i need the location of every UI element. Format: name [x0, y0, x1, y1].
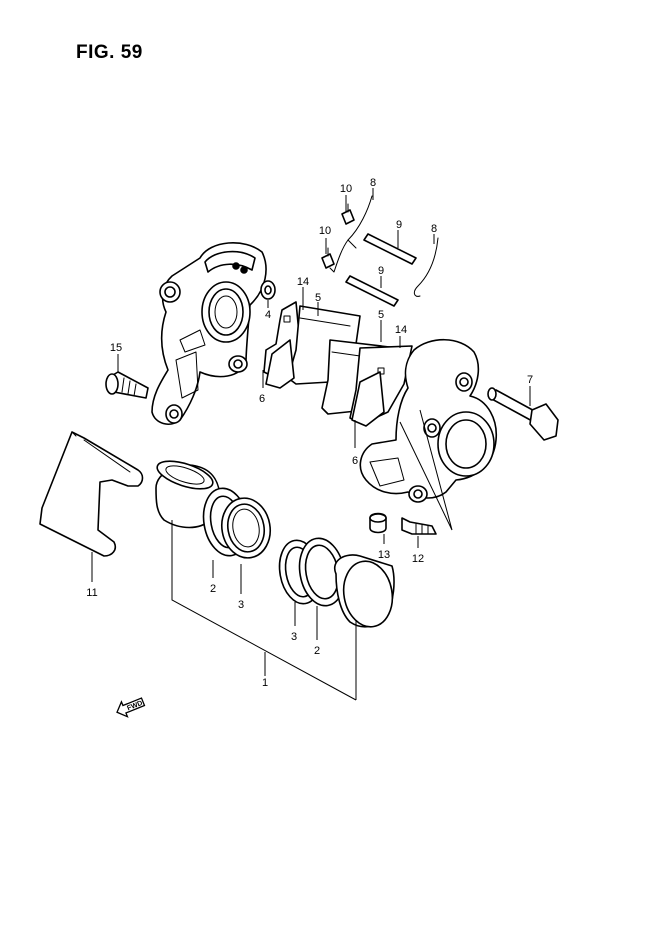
- callout-2-left: 2: [210, 583, 216, 595]
- callout-5-left: 5: [315, 292, 321, 304]
- fwd-arrow-icon: [116, 697, 146, 718]
- pad-plate-6-right: [351, 371, 385, 427]
- callout-2-right: 2: [314, 645, 320, 657]
- callout-1: 1: [262, 677, 268, 689]
- caliper-bracket-left: [151, 242, 267, 425]
- spring-8-left: [329, 195, 373, 273]
- pad-plate-6-left: [265, 339, 295, 389]
- figure-title: FIG. 59: [76, 42, 143, 63]
- pad-pin-9-lower: [345, 275, 399, 307]
- callout-15: 15: [110, 342, 122, 354]
- bolt-15: [105, 371, 149, 399]
- fwd-marker: FWD: [116, 697, 146, 718]
- callout-10-lower: 10: [319, 225, 331, 237]
- callout-10-upper: 10: [340, 183, 352, 195]
- callout-8-left: 8: [370, 177, 376, 189]
- bolt-7: [487, 387, 559, 441]
- callouts: 10 8 10 9 8 9 14 5 4 5 14 15 6 7 6 13 12…: [86, 177, 533, 689]
- callout-9-upper: 9: [396, 219, 402, 231]
- bleeder-cap-13: [369, 512, 387, 534]
- dust-seal-3-left: [220, 497, 272, 559]
- clip-10-lower: [321, 247, 335, 269]
- callout-11: 11: [86, 587, 97, 599]
- clip-10-upper: [341, 203, 355, 225]
- piston-seal-2-right: [298, 537, 346, 607]
- callout-8-right: 8: [431, 223, 437, 235]
- pad-5-left: [287, 305, 361, 385]
- callout-13: 13: [378, 549, 390, 561]
- callout-6-right: 6: [352, 455, 358, 467]
- fwd-label: FWD: [126, 700, 143, 712]
- callout-7: 7: [527, 374, 533, 386]
- callout-9-lower: 9: [378, 265, 384, 277]
- callout-14-right: 14: [395, 324, 407, 336]
- callout-5-right: 5: [378, 309, 384, 321]
- leader-lines: [91, 188, 531, 701]
- callout-14-left: 14: [297, 276, 309, 288]
- pad-pin-9-upper: [363, 233, 417, 265]
- callout-6-left: 6: [259, 393, 265, 405]
- piston-right: [333, 554, 395, 628]
- bleeder-valve-12: [401, 517, 437, 535]
- callout-4: 4: [265, 309, 271, 321]
- spring-8-right: [413, 237, 439, 297]
- callout-12: 12: [412, 553, 424, 565]
- pad-spring-11: [39, 431, 144, 557]
- callout-3-right: 3: [291, 631, 297, 643]
- washer-4: [260, 280, 276, 300]
- caliper-body-right: [359, 339, 497, 503]
- callout-3-left: 3: [238, 599, 244, 611]
